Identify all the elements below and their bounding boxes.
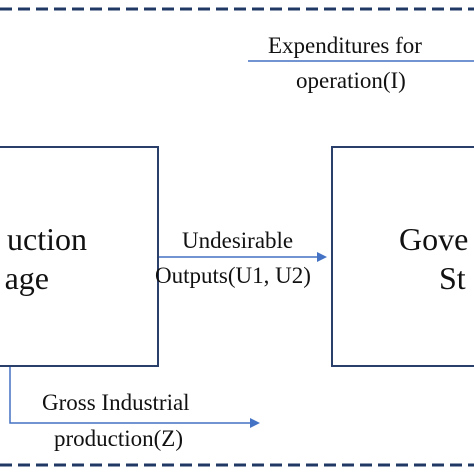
- gross-industrial-production-arrow: [9, 365, 260, 428]
- undesirable-outputs-label-line2: Outputs(U1, U2): [155, 263, 311, 288]
- gross-industrial-production-label-line1: Gross Industrial: [42, 390, 190, 415]
- gross-industrial-production-label-line2: production(Z): [54, 426, 184, 451]
- governance-stage-label-line1: Gove: [399, 221, 469, 257]
- governance-stage-label-line2: St: [439, 260, 466, 296]
- governance-stage-box: Gove St: [331, 146, 474, 367]
- undesirable-outputs-label-line1: Undesirable: [182, 228, 294, 253]
- production-stage-box: uction age: [0, 146, 159, 367]
- expenditures-label-line2: operation(I): [296, 68, 406, 93]
- expenditures-label-line1: Expenditures for: [268, 33, 422, 58]
- production-stage-label-line2: age: [4, 260, 49, 296]
- production-stage-label-line1: uction: [7, 221, 87, 257]
